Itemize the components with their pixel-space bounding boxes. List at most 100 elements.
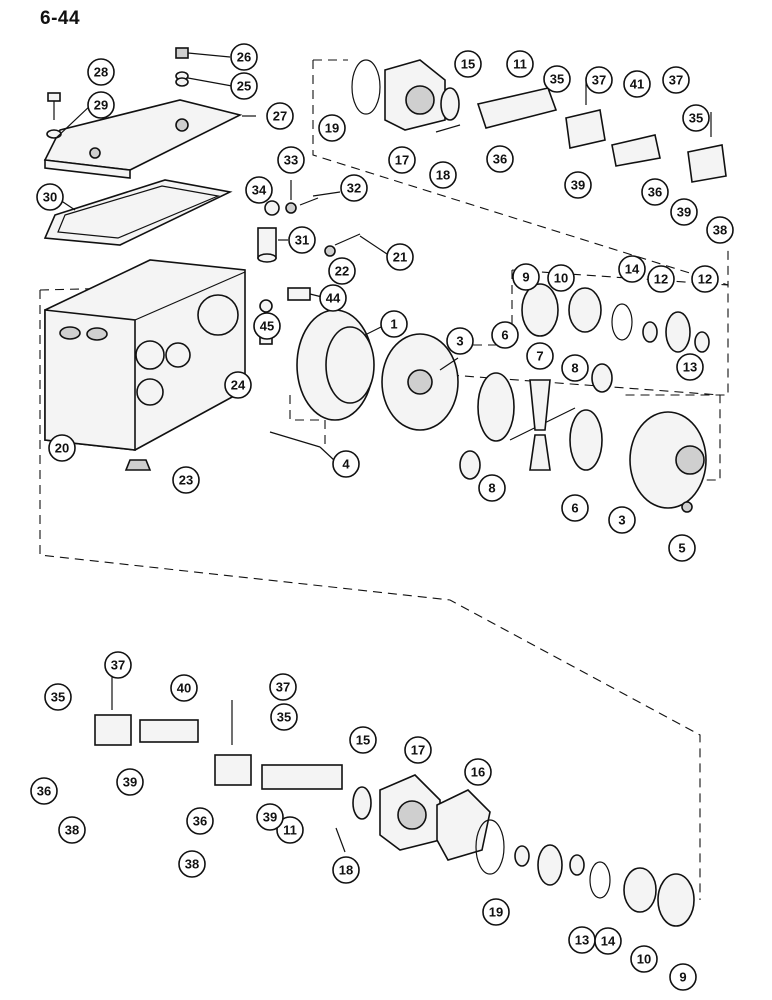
callout-circle bbox=[564, 171, 592, 199]
callout-24: 24 bbox=[224, 371, 252, 399]
callout-circle bbox=[429, 161, 457, 189]
bolt-4 bbox=[269, 431, 321, 448]
sensor-31 bbox=[257, 227, 277, 263]
callout-number: 12 bbox=[698, 272, 712, 287]
callout-39: 39 bbox=[116, 768, 144, 796]
callout-circle bbox=[230, 43, 258, 71]
callout-number: 27 bbox=[273, 109, 287, 124]
cup-10-lower bbox=[623, 867, 657, 913]
callout-39: 39 bbox=[256, 803, 284, 831]
callout-circle bbox=[277, 146, 305, 174]
cup-10-upper bbox=[568, 287, 602, 333]
snap-ring-14-upper bbox=[611, 303, 633, 341]
callout-circle bbox=[30, 777, 58, 805]
coupling-35-upper-b bbox=[687, 144, 727, 183]
callout-number: 8 bbox=[488, 481, 495, 496]
bearing-13-lower bbox=[537, 844, 563, 886]
callout-number: 39 bbox=[123, 775, 137, 790]
callout-number: 16 bbox=[471, 765, 485, 780]
callout-circle bbox=[256, 803, 284, 831]
callout-number: 30 bbox=[43, 190, 57, 205]
callout-number: 37 bbox=[669, 73, 683, 88]
callout-number: 15 bbox=[461, 57, 475, 72]
callout-16: 16 bbox=[464, 758, 492, 786]
callout-circle bbox=[668, 534, 696, 562]
callout-circle bbox=[269, 673, 297, 701]
callout-23: 23 bbox=[172, 466, 200, 494]
cover-plate bbox=[43, 99, 243, 179]
callout-36: 36 bbox=[186, 807, 214, 835]
transmission-housing bbox=[44, 259, 246, 451]
callout-number: 17 bbox=[411, 743, 425, 758]
callout-circle bbox=[486, 145, 514, 173]
cone-9-lower bbox=[657, 873, 695, 927]
callout-circle bbox=[491, 321, 519, 349]
callout-35: 35 bbox=[682, 104, 710, 132]
callout-44: 44 bbox=[319, 284, 347, 312]
callout-circle bbox=[253, 312, 281, 340]
callout-3: 3 bbox=[608, 506, 636, 534]
callout-circle bbox=[340, 174, 368, 202]
callout-27: 27 bbox=[266, 102, 294, 130]
callout-number: 6 bbox=[501, 328, 508, 343]
bearing-13-upper bbox=[665, 311, 691, 353]
callout-number: 31 bbox=[295, 233, 309, 248]
callout-circle bbox=[58, 816, 86, 844]
callout-circle bbox=[647, 265, 675, 293]
o-ring-19-upper bbox=[351, 59, 381, 115]
callout-circle bbox=[585, 66, 613, 94]
callout-number: 19 bbox=[325, 121, 339, 136]
callout-number: 6 bbox=[571, 501, 578, 516]
callout-14: 14 bbox=[594, 927, 622, 955]
callout-22: 22 bbox=[328, 257, 356, 285]
callout-circle bbox=[682, 104, 710, 132]
callout-number: 37 bbox=[592, 73, 606, 88]
callout-number: 39 bbox=[263, 810, 277, 825]
side-gear-lower bbox=[569, 409, 603, 471]
differential-case-half-upper bbox=[381, 333, 459, 431]
callout-number: 25 bbox=[237, 79, 251, 94]
callout-circle bbox=[116, 768, 144, 796]
callout-circle bbox=[641, 178, 669, 206]
callout-12: 12 bbox=[647, 265, 675, 293]
callout-number: 32 bbox=[347, 181, 361, 196]
callout-8: 8 bbox=[561, 354, 589, 382]
flange-17-lower bbox=[379, 774, 441, 851]
pinion-gear-upper bbox=[591, 363, 613, 393]
callout-number: 36 bbox=[193, 814, 207, 829]
flange-17-upper bbox=[384, 59, 446, 131]
callout-13: 13 bbox=[568, 926, 596, 954]
callout-number: 22 bbox=[335, 264, 349, 279]
callout-26: 26 bbox=[230, 43, 258, 71]
callout-circle bbox=[670, 198, 698, 226]
callout-number: 39 bbox=[571, 178, 585, 193]
callout-number: 37 bbox=[111, 658, 125, 673]
callout-number: 17 bbox=[395, 153, 409, 168]
callout-circle bbox=[170, 674, 198, 702]
callout-32: 32 bbox=[340, 174, 368, 202]
bolt-18-lower bbox=[335, 827, 346, 853]
screw-32 bbox=[299, 197, 319, 206]
callout-31: 31 bbox=[288, 226, 316, 254]
callout-19: 19 bbox=[482, 898, 510, 926]
callout-9: 9 bbox=[669, 963, 697, 991]
axle-11-upper bbox=[476, 87, 558, 129]
callout-45: 45 bbox=[253, 312, 281, 340]
callout-circle bbox=[446, 327, 474, 355]
callout-33: 33 bbox=[277, 146, 305, 174]
callout-circle bbox=[547, 264, 575, 292]
callout-circle bbox=[561, 494, 589, 522]
callout-number: 9 bbox=[522, 270, 529, 285]
callout-circle bbox=[478, 474, 506, 502]
callout-8: 8 bbox=[478, 474, 506, 502]
callout-number: 15 bbox=[356, 733, 370, 748]
coupling-35-lower-a bbox=[94, 714, 132, 746]
callout-41: 41 bbox=[623, 70, 651, 98]
callout-35: 35 bbox=[44, 683, 72, 711]
callout-circle bbox=[608, 506, 636, 534]
callout-circle bbox=[669, 963, 697, 991]
callout-number: 19 bbox=[489, 905, 503, 920]
callout-number: 44 bbox=[326, 291, 341, 306]
